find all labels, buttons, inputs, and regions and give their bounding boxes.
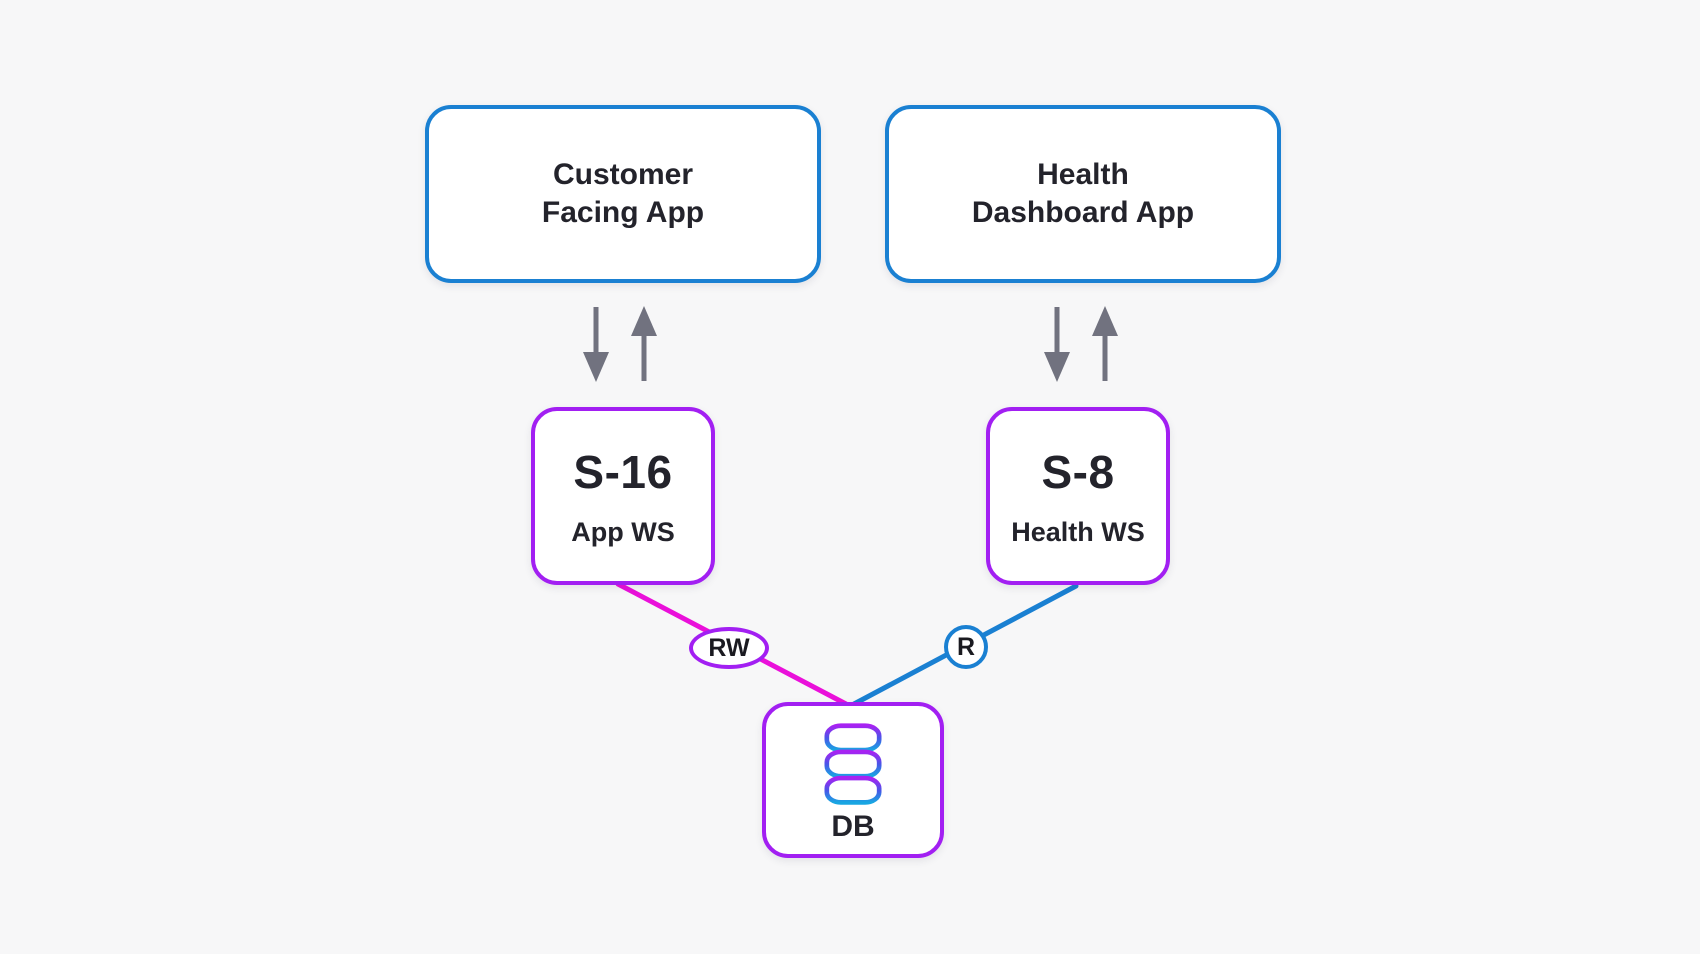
node-app-ws: S-16 App WS xyxy=(531,407,715,585)
down-arrow-icon xyxy=(583,307,609,382)
up-arrow-icon xyxy=(631,306,657,381)
node-db: DB xyxy=(762,702,944,858)
health-ws-title: S-8 xyxy=(1041,445,1115,498)
database-cylinder-icon xyxy=(824,723,882,805)
customer-facing-app-label: Customer Facing App xyxy=(542,156,704,232)
db-label: DB xyxy=(831,810,875,843)
customer-facing-app-label-line2: Facing App xyxy=(541,196,705,229)
app-ws-subtitle: App WS xyxy=(571,516,675,547)
edge-label-read-write-text: RW xyxy=(708,633,750,662)
health-dashboard-app-label-line1: Health xyxy=(1037,158,1129,191)
customer-facing-app-label-line1: Customer xyxy=(552,158,694,191)
edge-label-read-only-text: R xyxy=(956,632,976,661)
app-ws-title: S-16 xyxy=(573,445,673,498)
edge-label-read-write: RW xyxy=(689,627,769,669)
health-ws-subtitle: Health WS xyxy=(1011,516,1145,547)
edge-label-read-only: R xyxy=(944,625,988,669)
down-arrow-icon xyxy=(1044,307,1070,382)
health-dashboard-app-label-line2: Dashboard App xyxy=(971,196,1195,229)
health-dashboard-app-label: Health Dashboard App xyxy=(972,156,1194,232)
node-customer-facing-app: Customer Facing App xyxy=(425,105,821,283)
node-health-dashboard-app: Health Dashboard App xyxy=(885,105,1281,283)
node-health-ws: S-8 Health WS xyxy=(986,407,1170,585)
up-arrow-icon xyxy=(1092,306,1118,381)
